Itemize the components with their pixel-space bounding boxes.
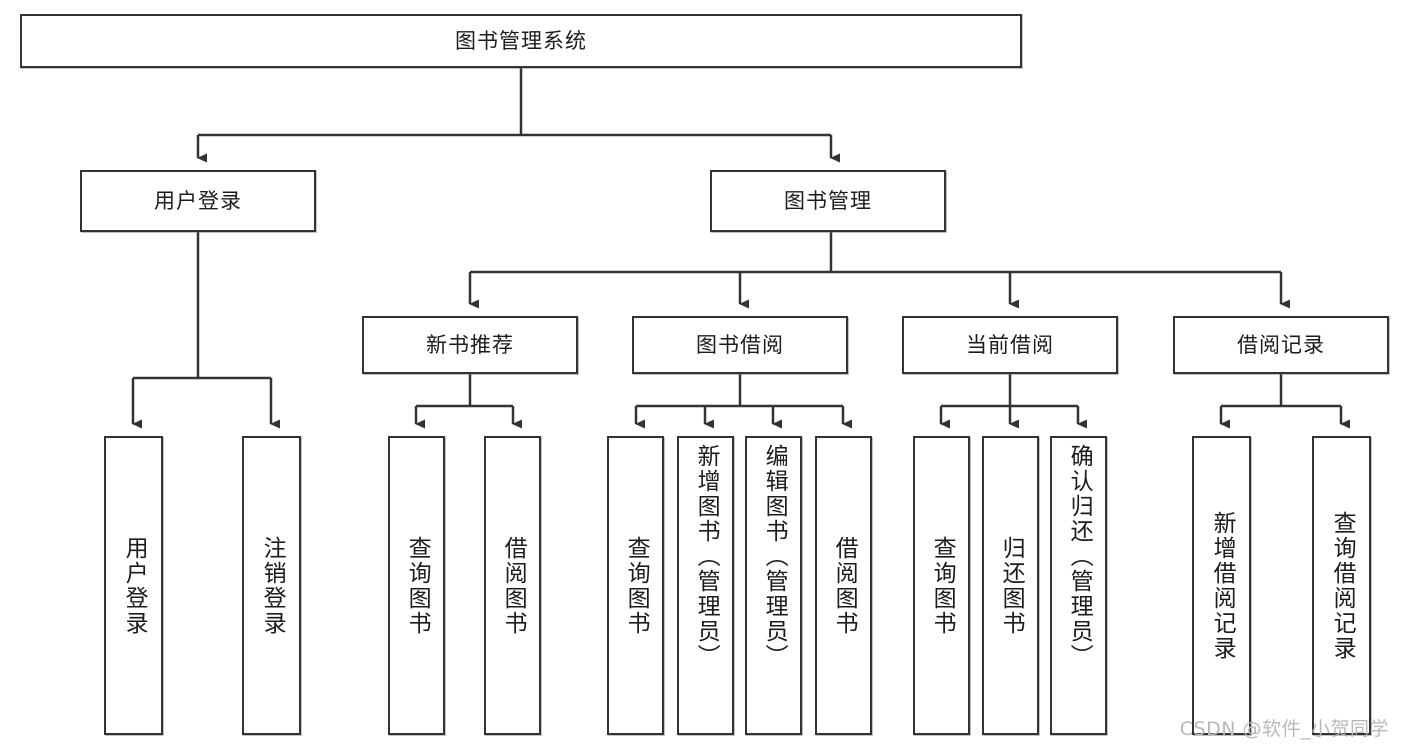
node-root-label: 图书管理系统	[455, 28, 587, 53]
node-book-management[interactable]: 图书管理	[710, 170, 946, 232]
leaf-book-borrow-borrow[interactable]: 借阅图书	[815, 436, 872, 735]
node-new-book-recommend[interactable]: 新书推荐	[362, 316, 578, 374]
node-user-login[interactable]: 用户登录	[80, 170, 316, 232]
leaf-book-borrow-edit[interactable]: 编辑图书（管理员）	[745, 436, 802, 735]
leaf-current-borrow-return[interactable]: 归还图书	[982, 436, 1039, 735]
leaf-book-borrow-query-label: 查询图书	[623, 535, 650, 636]
leaf-user-login-login-label: 用户登录	[121, 535, 148, 636]
node-root[interactable]: 图书管理系统	[20, 14, 1022, 68]
leaf-current-borrow-return-label: 归还图书	[998, 535, 1025, 636]
leaf-borrow-record-query[interactable]: 查询借阅记录	[1312, 436, 1371, 735]
node-new-book-recommend-label: 新书推荐	[426, 332, 514, 357]
node-book-borrow[interactable]: 图书借阅	[632, 316, 848, 374]
leaf-user-login-logout-label: 注销登录	[259, 535, 286, 636]
node-user-login-label: 用户登录	[154, 188, 242, 213]
leaf-current-borrow-query[interactable]: 查询图书	[913, 436, 970, 735]
leaf-current-borrow-confirm[interactable]: 确认归还（管理员）	[1050, 436, 1107, 735]
leaf-new-book-borrow-label: 借阅图书	[500, 535, 527, 636]
leaf-book-borrow-add[interactable]: 新增图书（管理员）	[677, 436, 734, 735]
leaf-new-book-borrow[interactable]: 借阅图书	[484, 436, 541, 735]
node-borrow-record-label: 借阅记录	[1237, 332, 1325, 357]
leaf-new-book-query[interactable]: 查询图书	[388, 436, 445, 735]
leaf-borrow-record-add[interactable]: 新增借阅记录	[1192, 436, 1251, 735]
leaf-borrow-record-query-label: 查询借阅记录	[1329, 510, 1356, 661]
node-book-borrow-label: 图书借阅	[696, 332, 784, 357]
leaf-current-borrow-confirm-label: 确认归还（管理员）	[1066, 444, 1093, 669]
leaf-current-borrow-query-label: 查询图书	[929, 535, 956, 636]
node-book-management-label: 图书管理	[784, 188, 872, 213]
node-borrow-record[interactable]: 借阅记录	[1173, 316, 1389, 374]
leaf-user-login-login[interactable]: 用户登录	[104, 436, 163, 735]
leaf-borrow-record-add-label: 新增借阅记录	[1209, 510, 1236, 661]
leaf-new-book-query-label: 查询图书	[404, 535, 431, 636]
leaf-book-borrow-add-label: 新增图书（管理员）	[693, 444, 720, 669]
leaf-book-borrow-edit-label: 编辑图书（管理员）	[761, 444, 788, 669]
leaf-book-borrow-borrow-label: 借阅图书	[831, 535, 858, 636]
node-current-borrow-label: 当前借阅	[966, 332, 1054, 357]
node-current-borrow[interactable]: 当前借阅	[902, 316, 1118, 374]
leaf-book-borrow-query[interactable]: 查询图书	[607, 436, 664, 735]
csdn-watermark: CSDN @软件_小贺同学	[1179, 718, 1389, 740]
leaf-user-login-logout[interactable]: 注销登录	[242, 436, 301, 735]
